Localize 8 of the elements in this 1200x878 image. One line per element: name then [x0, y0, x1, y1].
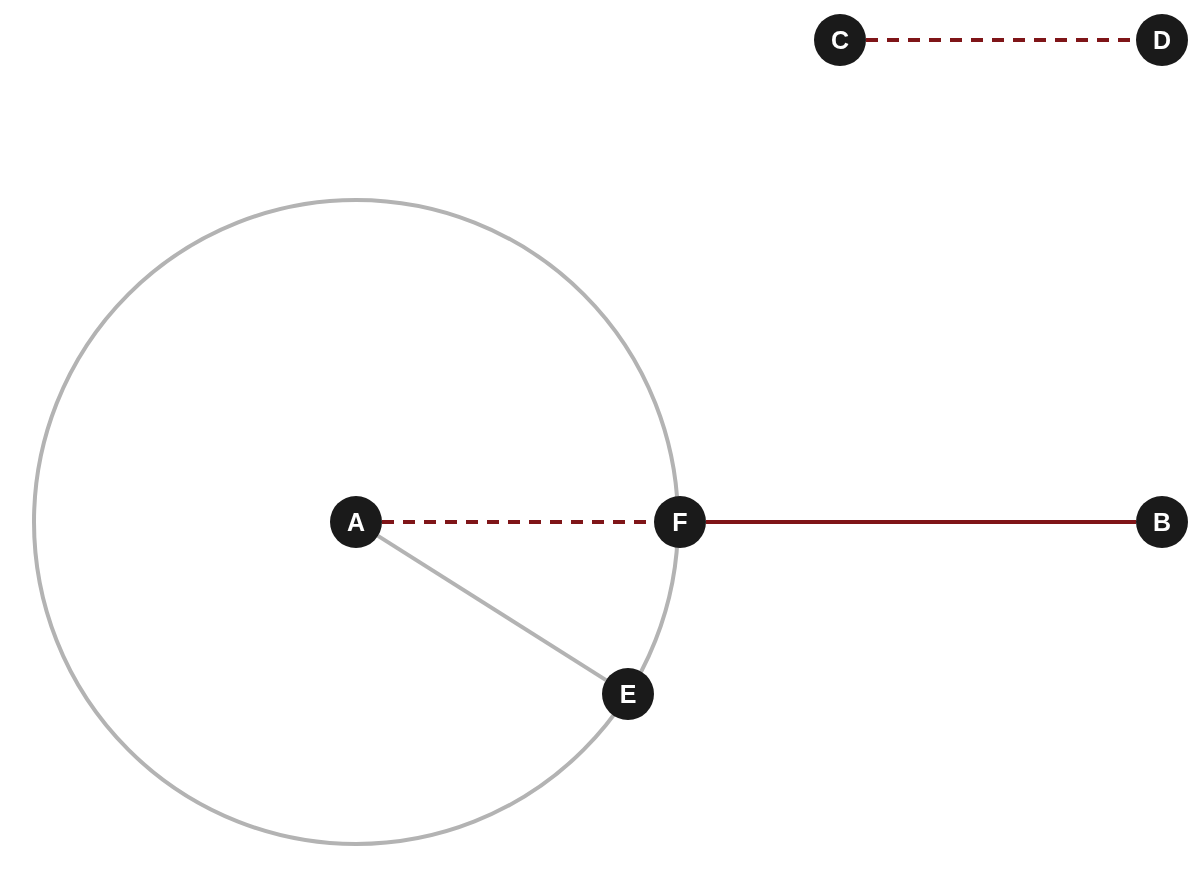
point-marker: F — [654, 496, 706, 548]
point-marker: D — [1136, 14, 1188, 66]
point-marker: C — [814, 14, 866, 66]
line-segment — [376, 534, 608, 682]
line-segment — [706, 520, 1136, 524]
point-marker: A — [330, 496, 382, 548]
point-marker: B — [1136, 496, 1188, 548]
point-marker: E — [602, 668, 654, 720]
